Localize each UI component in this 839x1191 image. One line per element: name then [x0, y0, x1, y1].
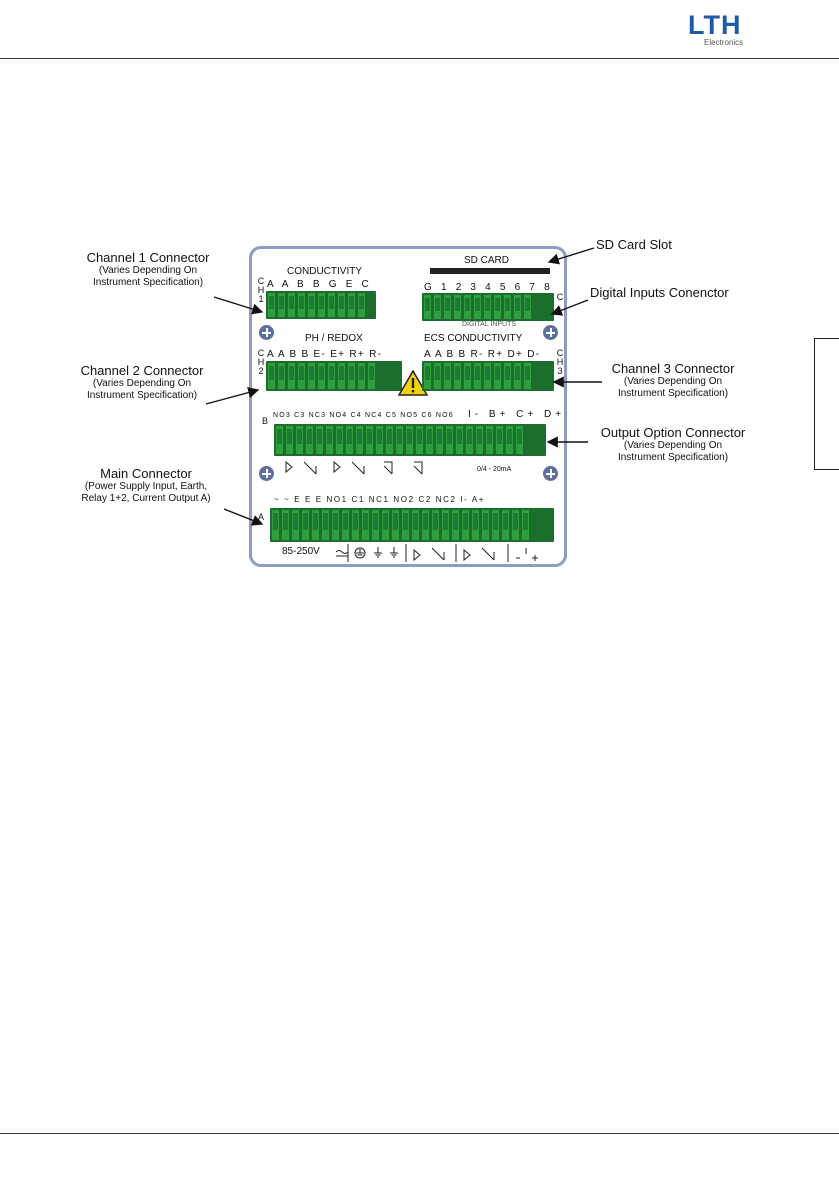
company-logo: LTH Electronics	[688, 10, 760, 48]
output-option-desc: (Varies Depending On	[623, 440, 723, 451]
channel1-arrow	[213, 296, 264, 315]
logo-mark: LTH	[688, 10, 742, 40]
relay-contact-symbols	[285, 460, 423, 475]
supply-voltage-label: 85-250V	[282, 546, 320, 557]
ph-redox-pins: A A B B E- E+ R+ R-	[267, 349, 383, 360]
main-connector-desc: Relay 1+2, Current Output A)	[81, 493, 211, 504]
rear-panel-diagram: C H 1 CONDUCTIVITY A A B B G E C SD CARD…	[249, 246, 567, 567]
main-connector-arrow	[223, 508, 264, 526]
footer-rule	[0, 1133, 839, 1134]
output-option-title: Output Option Connector	[600, 425, 746, 440]
main-terminal-block	[270, 508, 554, 542]
row-c-marker: C	[556, 292, 564, 302]
main-connector-pins: ~ ~ E E E NO1 C1 NC1 NO2 C2 NC2 I- A+	[274, 495, 486, 504]
channel1-terminal-block	[266, 291, 376, 319]
main-connector-title: Main Connector	[100, 466, 192, 481]
warning-icon	[398, 370, 428, 396]
sd-card-slot	[430, 268, 550, 274]
channel3-desc: (Varies Depending On	[623, 376, 723, 387]
main-connector-annotation: Main Connector (Power Supply Input, Eart…	[65, 466, 227, 505]
digital-inputs-terminal-block	[422, 293, 554, 321]
main-connector-symbols	[336, 544, 538, 562]
chapter-side-tab	[814, 338, 839, 470]
channel3-desc: Instrument Specification)	[617, 388, 729, 399]
digital-inputs-annotation: Digital Inputs Conenctor	[590, 285, 760, 300]
output-option-desc: Instrument Specification)	[617, 452, 729, 463]
conductivity-label: CONDUCTIVITY	[287, 266, 362, 277]
sd-card-arrow	[547, 247, 595, 265]
main-connector-desc: (Power Supply Input, Earth,	[84, 481, 208, 492]
channel3-terminal-block	[422, 361, 554, 391]
channel2-arrow	[205, 387, 260, 405]
channel3-annotation: Channel 3 Connector (Varies Depending On…	[593, 361, 753, 400]
ch1-marker: C H 1	[257, 276, 265, 304]
digital-inputs-title: Digital Inputs Conenctor	[590, 285, 729, 300]
channel2-desc: (Varies Depending On	[92, 378, 192, 389]
channel2-desc: Instrument Specification)	[86, 390, 198, 401]
ch3-marker: C H 3	[556, 348, 564, 376]
logo-subtitle: Electronics	[704, 38, 744, 47]
row-b-marker: B	[261, 416, 268, 426]
sd-card-annotation: SD Card Slot	[596, 237, 716, 252]
screw-icon	[259, 325, 274, 340]
channel2-title: Channel 2 Connector	[80, 363, 204, 378]
channel2-terminal-block	[266, 361, 402, 391]
channel3-title: Channel 3 Connector	[611, 361, 735, 376]
channel2-annotation: Channel 2 Connector (Varies Depending On…	[62, 363, 222, 402]
output-option-pins: NO3 C3 NC3 NO4 C4 NC4 C5 NO5 C6 NO6	[273, 412, 454, 419]
digital-inputs-arrow	[550, 299, 589, 316]
digital-input-pins: G 1 2 3 4 5 6 7 8	[424, 282, 553, 293]
ch2-marker: C H 2	[257, 348, 265, 376]
conductivity-pins: A A B B G E C	[267, 279, 372, 290]
channel1-title: Channel 1 Connector	[86, 250, 210, 265]
channel1-desc: (Varies Depending On	[98, 265, 198, 276]
output-current-range: 0/4 - 20mA	[477, 466, 512, 473]
ecs-conductivity-label: ECS CONDUCTIVITY	[424, 333, 523, 344]
output-option-annotation: Output Option Connector (Varies Dependin…	[587, 425, 759, 464]
output-current-pins: I- B+ C+ D+	[468, 409, 566, 420]
screw-icon	[543, 466, 558, 481]
ecs-conductivity-pins: A A B B R- R+ D+ D-	[424, 349, 541, 360]
screw-icon	[259, 466, 274, 481]
channel1-annotation: Channel 1 Connector (Varies Depending On…	[68, 250, 228, 289]
ph-redox-label: PH / REDOX	[305, 333, 363, 344]
channel1-desc: Instrument Specification)	[92, 277, 204, 288]
digital-inputs-label: DIGITAL INPUTS	[462, 321, 517, 328]
output-option-terminal-block	[274, 424, 546, 456]
header-rule	[0, 58, 839, 59]
screw-icon	[543, 325, 558, 340]
sd-card-label: SD CARD	[464, 255, 510, 266]
sd-card-title: SD Card Slot	[596, 237, 672, 252]
